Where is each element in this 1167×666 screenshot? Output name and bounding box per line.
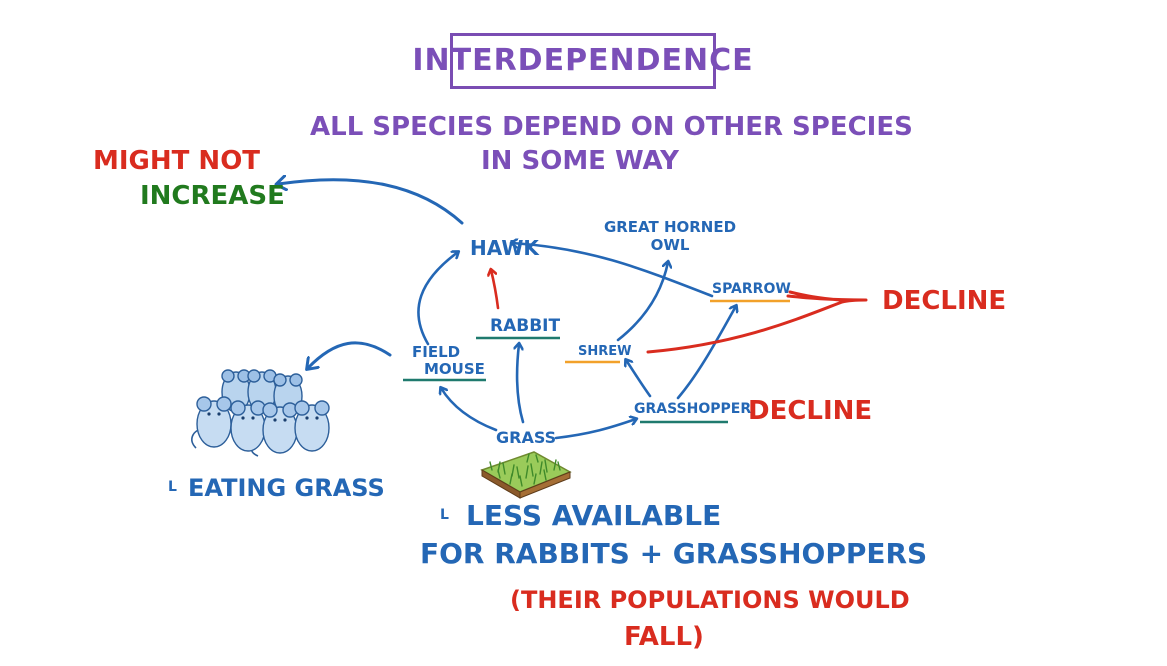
- subtitle-line-2: in some way: [481, 146, 679, 176]
- populations-line-2: Fall): [624, 622, 704, 652]
- arrow-field-mouse-to-hawk: [417, 252, 458, 346]
- arrow-rabbit-to-hawk: [491, 270, 500, 310]
- might-not-label: Might not: [93, 146, 261, 176]
- node-rabbit: Rabbit: [490, 316, 561, 336]
- decline-swoosh: [646, 290, 868, 354]
- less-available-line-1: Less Available: [466, 499, 722, 532]
- arrow-grass-to-rabbit: [517, 344, 523, 424]
- node-field-mouse-line-2: Mouse: [424, 360, 485, 378]
- subtitle-line-1: All species depend on other species: [310, 112, 913, 142]
- arrow-field-mouse-to-mice: [308, 341, 392, 368]
- node-grass: Grass: [496, 428, 557, 447]
- decline-label-top: Decline: [882, 286, 1007, 316]
- arrow-grass-to-grasshopper: [554, 419, 636, 440]
- node-hawk: Hawk: [470, 236, 539, 260]
- arrow-hawk-to-might-not-increase: [278, 180, 464, 225]
- eating-grass-label: Eating Grass: [188, 474, 385, 502]
- grass-patch-icon: [480, 451, 572, 499]
- bullet-mark-2: L: [440, 507, 449, 523]
- arrow-grasshopper-to-shrew: [626, 360, 652, 398]
- node-grasshopper: Grasshopper: [634, 401, 752, 417]
- arrow-grass-to-field-mouse: [441, 388, 498, 432]
- populations-line-1: (Their Populations would: [510, 586, 910, 614]
- node-field-mouse-line-1: Field: [412, 343, 461, 361]
- title-box: Interdependence: [412, 33, 753, 89]
- arrow-shrew-to-owl: [616, 262, 668, 342]
- arrow-sparrow-to-hawk: [512, 243, 714, 298]
- node-shrew: Shrew: [578, 344, 632, 359]
- node-owl-line-1: Great Horned: [603, 218, 737, 236]
- decline-label-mid: Decline: [748, 396, 873, 426]
- page-title: Interdependence: [412, 43, 754, 78]
- arrow-grasshopper-to-sparrow: [676, 306, 736, 400]
- mice-group-icon: [191, 369, 330, 457]
- less-available-line-2: for Rabbits + Grasshoppers: [420, 537, 928, 570]
- node-owl-line-2: Owl: [650, 236, 690, 254]
- node-sparrow: Sparrow: [712, 281, 791, 297]
- increase-label: Increase: [140, 181, 285, 211]
- bullet-mark: L: [168, 479, 177, 495]
